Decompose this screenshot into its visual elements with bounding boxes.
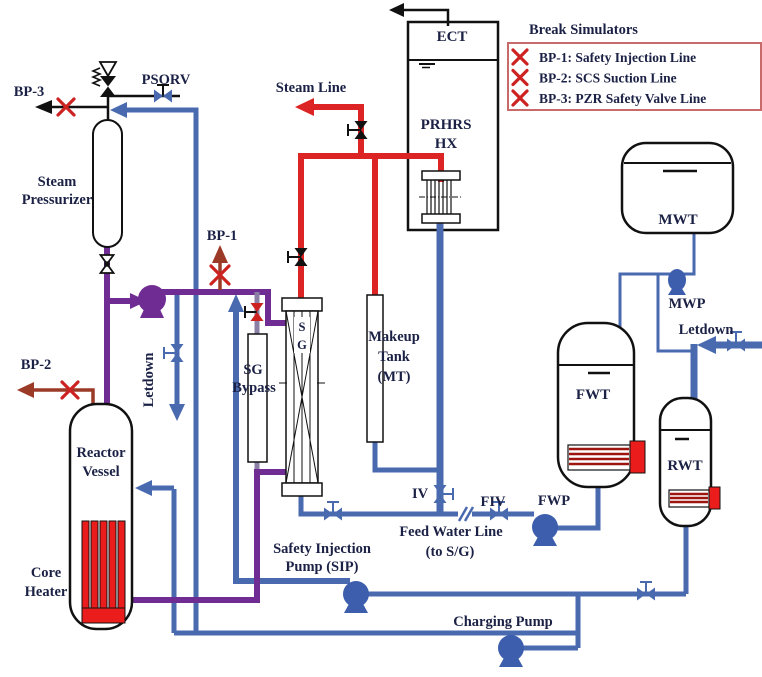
ect-tank: [406, 20, 500, 232]
charging-pump-label: Charging Pump: [453, 614, 553, 630]
letdown-left-label: Letdown: [141, 353, 157, 408]
flow-arrow-icon: [135, 480, 152, 496]
flow-arrow-icon: [295, 98, 314, 116]
mwp-pump-icon: [668, 269, 686, 295]
sip-label: Pump (SIP): [286, 559, 359, 575]
letdown-right-valve-icon: [727, 331, 745, 352]
bp3-x-icon: [56, 97, 76, 117]
mwt-label: MWT: [658, 212, 697, 228]
steam-line-label: Steam Line: [276, 80, 347, 96]
legend-x-icon: [511, 89, 529, 107]
legend-item: BP-3: PZR Safety Valve Line: [539, 91, 706, 106]
steam-pipes: [295, 98, 444, 300]
break-simulators-legend: Break Simulators BP-1: Safety Injection …: [507, 22, 762, 111]
makeup-tank-label: Makeup: [368, 329, 420, 345]
sg-label: S: [299, 320, 306, 334]
bp2-x-icon: [60, 380, 80, 400]
core-heater-icon: [81, 520, 126, 624]
pressurizer-label: Pressurizer: [22, 192, 93, 208]
sg-bypass-valve-icon: [244, 303, 264, 321]
fiv-label: FIV: [481, 494, 507, 510]
flow-arrow-icon: [169, 404, 185, 421]
fwt-label: FWT: [576, 387, 610, 403]
reactor-vessel: [68, 402, 134, 631]
makeup-tank-label: (MT): [377, 369, 410, 385]
sg-bypass-vessel: [247, 333, 268, 463]
labels: ECT PRHRS HX Steam Line PSORV BP-3 BP-1 …: [14, 29, 734, 630]
sip-pump-icon: [343, 581, 369, 613]
break-lines: [17, 100, 228, 404]
pressurizer-label: Steam: [38, 174, 77, 190]
fwt-tank: [556, 321, 646, 489]
iv-valve-icon: [433, 485, 454, 503]
legend-box: [507, 42, 762, 111]
fwp-pump-icon: [532, 514, 558, 546]
rwt-suction-valve-icon: [637, 581, 655, 601]
core-heater-label: Heater: [25, 584, 68, 600]
makeup-tank-label: Tank: [378, 349, 411, 365]
feed-water-line-label: (to S/G): [426, 544, 475, 560]
charging-pump-icon: [498, 635, 524, 667]
flow-arrow-icon: [17, 382, 34, 398]
sg-bypass-label: Bypass: [232, 380, 276, 396]
pressurizer-surge-valve-icon: [98, 254, 116, 274]
pressurizer-top-piping: [90, 61, 180, 120]
legend-x-icon: [511, 68, 529, 87]
bp1-label: BP-1: [207, 228, 238, 244]
coolant-pipes: [110, 102, 762, 651]
core-heater-label: Core: [31, 565, 62, 581]
letdown-valve-icon: [163, 344, 184, 362]
prhrs-label: PRHRS: [421, 117, 472, 133]
flow-arrow-icon: [35, 100, 52, 114]
rwt-heater-icon: [668, 486, 721, 510]
psorv-valve-icon: [154, 84, 172, 103]
primary-loop-pipes: [104, 247, 288, 603]
letdown-right-label: Letdown: [679, 322, 734, 338]
rwt-label: RWT: [667, 458, 702, 474]
ect-vent-line: [389, 3, 450, 26]
sg-bypass-label: SG: [243, 362, 262, 378]
reactor-coolant-pump-icon: [138, 285, 166, 318]
flow-arrow-icon: [212, 245, 228, 263]
iv-label: IV: [412, 486, 429, 502]
psorv-label: PSORV: [142, 72, 191, 88]
feed-valve-icon: [324, 501, 342, 521]
flow-arrow-icon: [110, 102, 127, 118]
legend-item: BP-2: SCS Suction Line: [539, 71, 677, 86]
safety-relief-valve-icon: [90, 61, 118, 97]
bp2-label: BP-2: [21, 357, 52, 373]
steam-valve-icon: [347, 121, 368, 139]
flow-arrow-icon: [697, 336, 716, 354]
sg-steam-valve-icon: [287, 248, 308, 266]
ect-label: ECT: [437, 29, 468, 45]
sip-label: Safety Injection: [273, 541, 371, 557]
bp1-x-icon: [209, 264, 231, 286]
mwp-label: MWP: [668, 296, 705, 312]
flow-arrow-icon: [389, 3, 404, 17]
prhrs-hx-icon: [419, 170, 463, 224]
mwt-tank: [620, 141, 735, 235]
steam-generator: [279, 297, 325, 497]
fwt-heater-icon: [567, 440, 646, 474]
reactor-vessel-label: Reactor: [76, 445, 126, 461]
pipe-break-icon: [457, 506, 475, 522]
bp3-label: BP-3: [14, 84, 45, 100]
sg-label: G: [297, 338, 307, 352]
legend-x-icon: [511, 48, 529, 66]
flow-arrow-icon: [228, 294, 244, 312]
valves: [98, 84, 745, 601]
legend-title: Break Simulators: [529, 22, 638, 38]
fwp-label: FWP: [538, 493, 570, 509]
steam-pressurizer-vessel: [92, 119, 123, 248]
makeup-tank: [366, 294, 384, 443]
feed-water-line-label: Feed Water Line: [399, 524, 503, 540]
legend-item: BP-1: Safety Injection Line: [539, 50, 696, 65]
prhrs-label: HX: [435, 136, 458, 152]
fiv-valve-icon: [490, 501, 508, 521]
reactor-vessel-label: Vessel: [82, 464, 119, 480]
rwt-tank: [658, 396, 721, 528]
